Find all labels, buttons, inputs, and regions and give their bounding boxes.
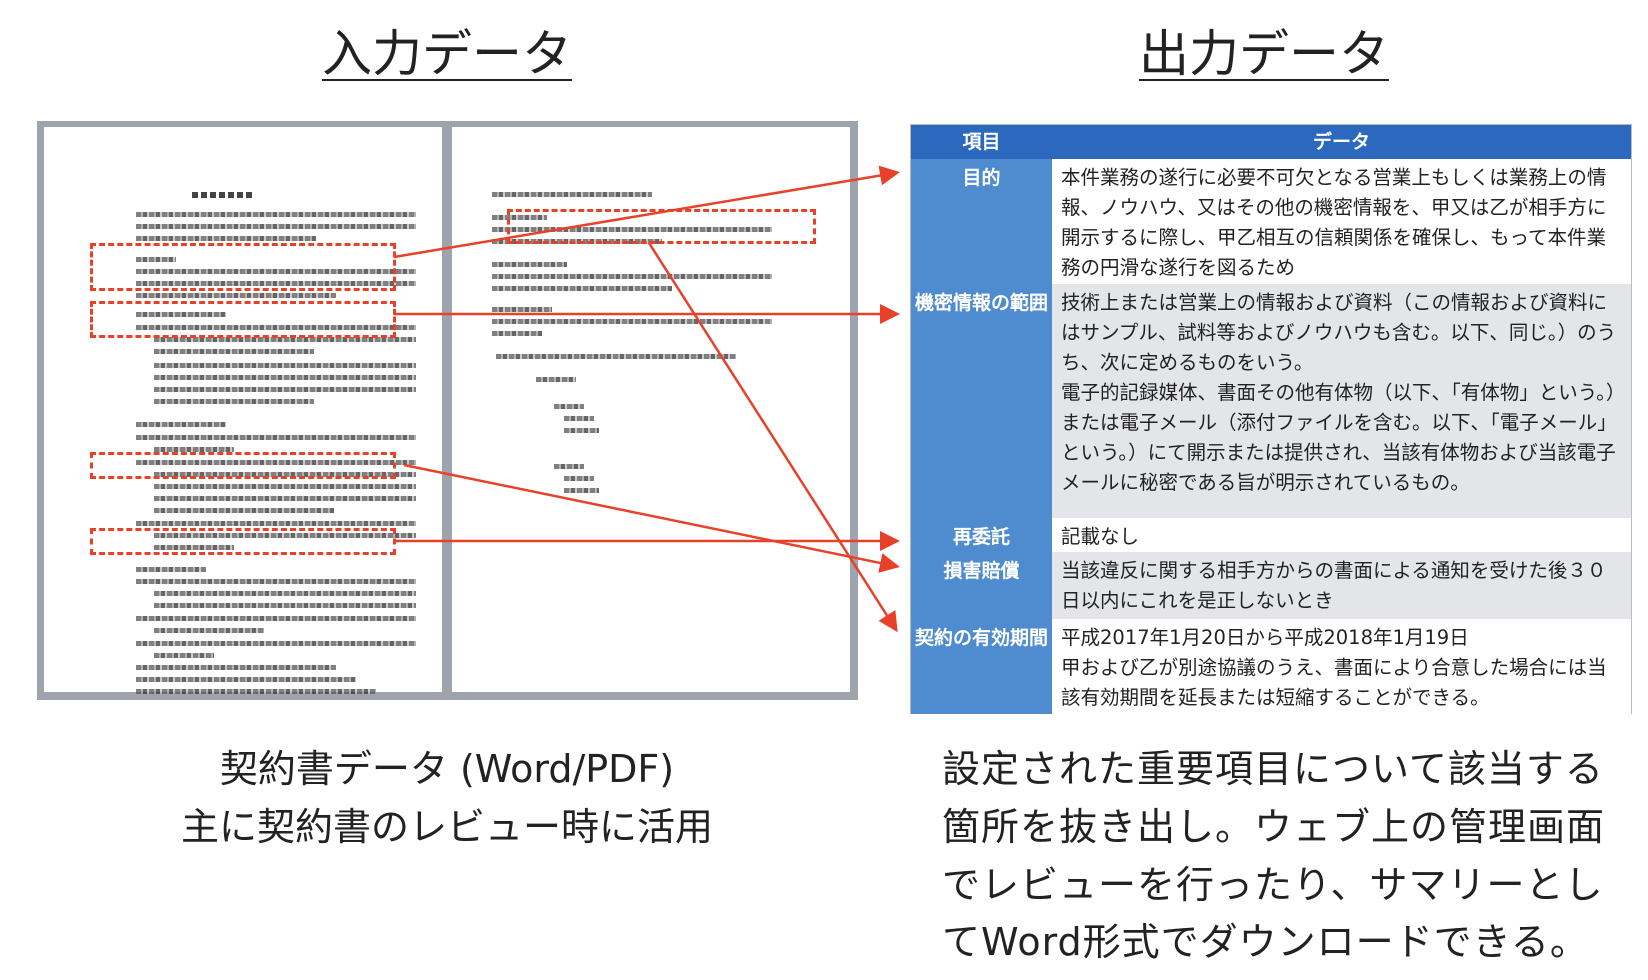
- blurred-text-line: [136, 689, 376, 694]
- blurred-text-line: [192, 192, 252, 198]
- blurred-text-line: [154, 375, 416, 380]
- table-row: 損害賠償 当該違反に関する相手方からの書面による通知を受けた後３０日以内にこれを…: [911, 552, 1631, 619]
- header-item: 項目: [911, 125, 1052, 159]
- blurred-text-line: [154, 337, 416, 342]
- blurred-text-line: [492, 331, 542, 336]
- document-page-2: [452, 127, 850, 692]
- blurred-text-line: [492, 262, 567, 267]
- blurred-text-line: [564, 416, 594, 421]
- row-value: 当該違反に関する相手方からの書面による通知を受けた後３０日以内にこれを是正しない…: [1052, 552, 1631, 619]
- highlight-box-purpose: [90, 243, 396, 291]
- blurred-text-line: [496, 354, 736, 359]
- output-caption-line-2: 箇所を抜き出し。ウェブ上の管理画面: [942, 805, 1606, 849]
- row-value: 本件業務の遂行に必要不可欠となる営業上もしくは業務上の情報、ノウハウ、又はその他…: [1052, 159, 1631, 284]
- blurred-text-line: [154, 447, 234, 452]
- blurred-text-line: [136, 269, 416, 274]
- output-caption-line-1: 設定された重要項目について該当する: [942, 747, 1604, 791]
- blurred-text-line: [492, 274, 772, 279]
- table-row: 再委託 記載なし: [911, 518, 1631, 552]
- blurred-text-line: [492, 319, 772, 324]
- blurred-text-line: [136, 460, 416, 465]
- blurred-text-line: [136, 224, 416, 229]
- table-row: 契約の有効期間 平成2017年1月20日から平成2018年1月19日 甲および乙…: [911, 619, 1631, 714]
- blurred-text-line: [136, 579, 416, 584]
- row-value: 記載なし: [1052, 518, 1631, 552]
- blurred-text-line: [564, 428, 599, 433]
- blurred-text-line: [154, 545, 234, 550]
- blurred-text-line: [554, 404, 584, 409]
- blurred-text-line: [154, 484, 416, 489]
- blurred-text-line: [154, 496, 416, 501]
- output-caption-line-3: でレビューを行ったり、サマリーとし: [942, 863, 1604, 907]
- arrow-damages: [403, 463, 900, 573]
- blurred-text-line: [136, 325, 416, 330]
- highlight-box-term: [507, 209, 816, 244]
- blurred-text-line: [154, 628, 264, 633]
- blurred-text-line: [136, 435, 416, 440]
- blurred-text-line: [136, 281, 416, 286]
- blurred-text-line: [154, 508, 334, 513]
- blurred-text-line: [136, 212, 416, 217]
- row-key: 再委託: [911, 518, 1052, 552]
- output-data-heading: 出力データ: [1139, 25, 1389, 83]
- blurred-text-line: [136, 641, 416, 646]
- blurred-text-line: [154, 472, 416, 477]
- row-key: 契約の有効期間: [911, 619, 1052, 714]
- blurred-text-line: [136, 422, 226, 427]
- blurred-text-line: [154, 399, 314, 404]
- blurred-text-line: [136, 616, 416, 621]
- table-row: 目的 本件業務の遂行に必要不可欠となる営業上もしくは業務上の情報、ノウハウ、又は…: [911, 159, 1631, 284]
- extracted-data-table: 項目 データ 目的 本件業務の遂行に必要不可欠となる営業上もしくは業務上の情報、…: [910, 124, 1632, 714]
- blurred-text-line: [492, 227, 772, 232]
- blurred-text-line: [136, 567, 206, 572]
- blurred-text-line: [554, 464, 584, 469]
- blurred-text-line: [136, 257, 176, 262]
- input-data-heading: 入力データ: [322, 25, 572, 83]
- blurred-text-line: [154, 591, 416, 596]
- header-data: データ: [1052, 125, 1631, 159]
- blurred-text-line: [136, 665, 336, 670]
- table-row: 機密情報の範囲 技術上または営業上の情報および資料（この情報および資料にはサンプ…: [911, 284, 1631, 518]
- blurred-text-line: [492, 192, 652, 197]
- blurred-text-line: [154, 653, 214, 658]
- output-caption-line-4: てWord形式でダウンロードできる。: [942, 920, 1589, 964]
- row-key: 目的: [911, 159, 1052, 284]
- blurred-text-line: [154, 603, 416, 608]
- blurred-text-line: [136, 677, 356, 682]
- blurred-text-line: [564, 476, 594, 481]
- blurred-text-line: [492, 215, 547, 220]
- blurred-text-line: [136, 293, 336, 298]
- row-value: 平成2017年1月20日から平成2018年1月19日 甲および乙が別途協議のうえ…: [1052, 619, 1631, 714]
- blurred-text-line: [154, 387, 416, 392]
- highlight-box-damages: [90, 452, 396, 479]
- blurred-text-line: [154, 533, 416, 538]
- blurred-text-line: [492, 307, 552, 312]
- row-key: 損害賠償: [911, 552, 1052, 619]
- blurred-text-line: [136, 521, 416, 526]
- document-page-1: [44, 127, 442, 694]
- blurred-text-line: [154, 349, 314, 354]
- blurred-text-line: [136, 312, 226, 317]
- row-value: 技術上または営業上の情報および資料（この情報および資料にはサンプル、試料等および…: [1052, 284, 1631, 518]
- highlight-box-confidential-scope: [90, 301, 396, 338]
- blurred-text-line: [492, 286, 672, 291]
- arrow-purpose: [393, 165, 900, 259]
- table-header: 項目 データ: [911, 125, 1631, 159]
- input-caption-line-1: 契約書データ (Word/PDF): [219, 747, 675, 791]
- contract-document-preview: [37, 121, 858, 700]
- input-caption-line-2: 主に契約書のレビュー時に活用: [180, 805, 714, 849]
- arrow-term: [647, 242, 898, 633]
- blurred-text-line: [536, 377, 576, 382]
- blurred-text-line: [564, 488, 599, 493]
- blurred-text-line: [154, 363, 416, 368]
- row-key: 機密情報の範囲: [911, 284, 1052, 518]
- blurred-text-line: [136, 236, 316, 241]
